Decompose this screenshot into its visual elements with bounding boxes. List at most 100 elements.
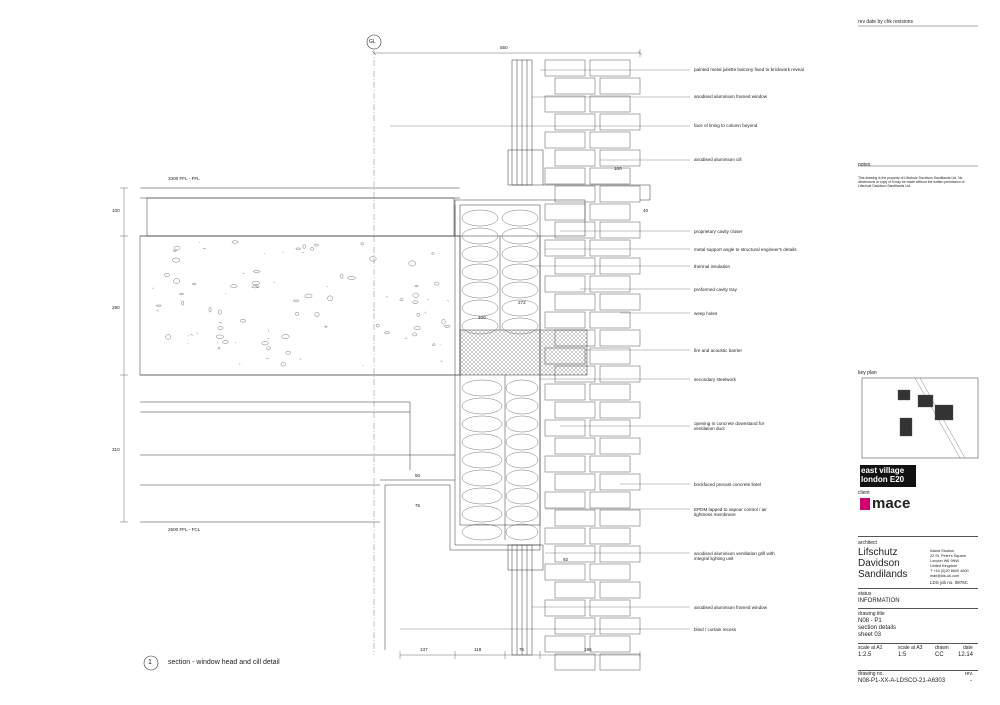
aggregate-stone: [360, 242, 364, 246]
architect-name-3: Sandilands: [858, 569, 908, 580]
brick: [599, 293, 641, 311]
title-block-frame: [858, 25, 979, 459]
brick: [599, 329, 641, 347]
aggregate-stone: [293, 299, 300, 302]
brick: [554, 365, 596, 383]
dimension-left: [120, 187, 128, 523]
floor-slab: [139, 187, 461, 523]
aggregate-stone: [191, 283, 197, 286]
aggregate-stone: [164, 273, 170, 277]
caption-number: 1: [148, 659, 152, 666]
notes-text: This drawing is the property of Lifschut…: [858, 176, 965, 188]
brick: [589, 275, 631, 293]
aggregate-stone: [230, 284, 238, 288]
brick: [554, 293, 596, 311]
brickwork: [544, 59, 641, 671]
scale-a1-value: 1:2.5: [858, 652, 872, 658]
status-value: INFORMATION: [858, 598, 900, 604]
annotation-window-cill: anodised aluminium framed window: [694, 605, 768, 610]
annotation-cavity-closer: proprietary cavity closer: [694, 229, 743, 234]
client-logo-line-1: east village: [861, 466, 905, 475]
insulation-loop: [461, 299, 499, 317]
key-plan-sketch: [897, 377, 966, 459]
insulation-loop: [461, 433, 503, 451]
insulation-loop: [461, 263, 499, 281]
brick: [599, 185, 641, 203]
window-frames: [507, 59, 651, 656]
brick: [554, 473, 596, 491]
brick: [599, 545, 641, 563]
brick: [544, 527, 586, 545]
architect-address-3: London W6 9NW: [930, 559, 959, 563]
aggregate-stone: [231, 240, 239, 244]
drawn-label: drawn: [935, 645, 949, 651]
brick: [599, 149, 641, 167]
grid-label-gl: GL: [369, 39, 376, 45]
aggregate-stone: [340, 273, 344, 279]
brick: [589, 239, 631, 257]
aggregate-stone: [347, 276, 356, 280]
brick: [599, 617, 641, 635]
aggregate-fleck: [372, 309, 375, 311]
wall-buildup: [380, 199, 588, 650]
date-value: 12.14: [958, 652, 974, 658]
brick: [544, 167, 586, 185]
dim-cill-h: 40: [643, 208, 649, 213]
insulation-loop: [461, 505, 503, 523]
aggregate-stone: [179, 292, 184, 295]
annotation-cill: anodised aluminium cill: [694, 157, 742, 162]
architect-address-6: mail@lds-uk.com: [930, 574, 960, 578]
aggregate-fleck: [439, 344, 441, 345]
aggregate-stone: [413, 326, 421, 330]
aggregate-fleck: [267, 329, 270, 332]
annotation-secondary-steelwork: secondary steelwork: [694, 377, 736, 382]
aggregate-stone: [285, 351, 291, 355]
aggregate-stone: [155, 304, 162, 307]
architect-address-5: T +44 (0)20 8600 4800: [930, 569, 969, 573]
insulation-loop: [461, 451, 503, 469]
aggregate-stone: [165, 334, 172, 340]
brick: [544, 239, 586, 257]
mace-logo-mark: [860, 498, 870, 510]
dim-left-bot: 310: [112, 447, 120, 452]
scale-a3-value: 1:5: [898, 652, 907, 658]
aggregate-stone: [408, 260, 417, 267]
aggregate-fleck: [265, 357, 269, 359]
brick: [544, 203, 586, 221]
brick: [544, 491, 586, 509]
brick: [554, 329, 596, 347]
brick: [544, 59, 586, 77]
architect-address-1: Island Studios: [930, 549, 954, 553]
aggregate-stone: [261, 341, 269, 346]
insulation-loop: [505, 415, 539, 433]
dim-left-mid: 290: [112, 305, 120, 310]
insulation-pattern: [461, 209, 539, 541]
dim-272: 272: [518, 300, 526, 305]
aggregate-stone: [375, 323, 380, 328]
key-plan-title: key plan: [858, 370, 877, 376]
brick: [599, 221, 641, 239]
brick: [544, 95, 586, 113]
architect-address-2: 22 St. Peter's Square: [930, 554, 966, 558]
aggregate-stone: [433, 281, 440, 286]
brick: [589, 419, 631, 437]
scale-a3-label: scale at A3: [898, 645, 923, 651]
date-label: date: [963, 645, 973, 651]
brick: [554, 221, 596, 239]
status-title: status: [858, 591, 872, 597]
aggregate-fleck: [362, 364, 364, 366]
aggregate-stone: [441, 318, 446, 325]
aggregate-stone: [412, 292, 420, 298]
rev-label: rev.: [965, 671, 973, 677]
brick: [599, 113, 641, 131]
aggregate-stone: [412, 300, 419, 304]
brick: [589, 203, 631, 221]
brick: [554, 149, 596, 167]
dim-bottom-4: 195: [584, 647, 592, 652]
aggregate-stone: [295, 247, 301, 250]
aggregate-stone: [399, 298, 404, 301]
brick: [599, 653, 641, 671]
brick: [589, 563, 631, 581]
aggregate-fleck: [267, 337, 270, 340]
insulation-loop: [501, 245, 539, 263]
